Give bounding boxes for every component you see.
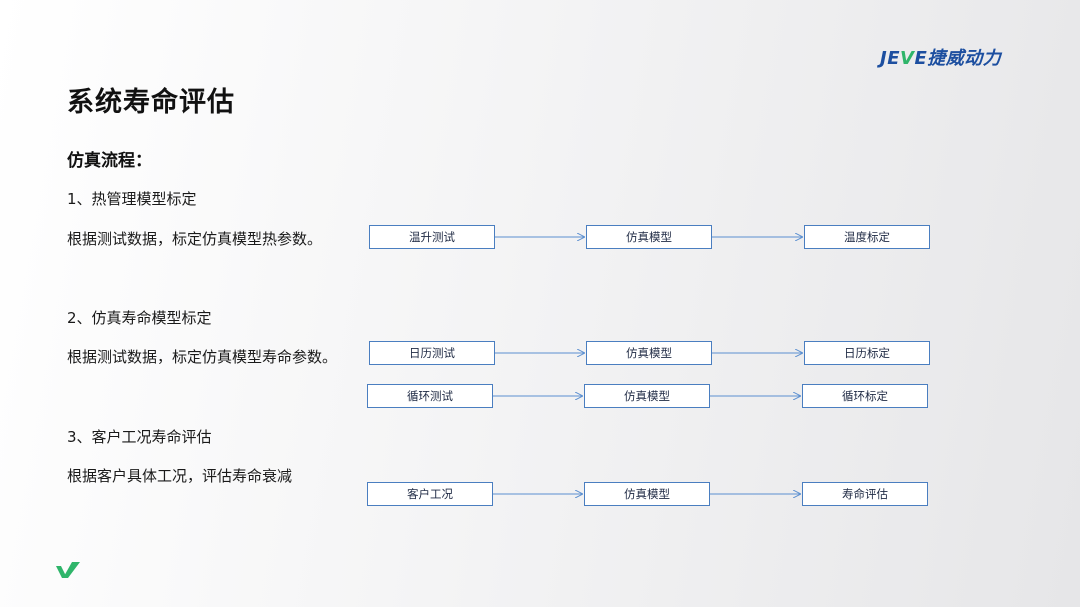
flow-box-sim-model: 仿真模型 bbox=[584, 384, 710, 408]
flow-box-sim-model: 仿真模型 bbox=[586, 341, 712, 365]
step-3-desc: 根据客户具体工况，评估寿命衰减 bbox=[67, 467, 293, 485]
flow-box-customer-condition: 客户工况 bbox=[367, 482, 493, 506]
step-1-desc: 根据测试数据，标定仿真模型热参数。 bbox=[67, 230, 323, 248]
flow-box-cycle-test: 循环测试 bbox=[367, 384, 493, 408]
flow-box-sim-model: 仿真模型 bbox=[584, 482, 710, 506]
flow-box-cycle-calibration: 循环标定 bbox=[802, 384, 928, 408]
flow-box-calendar-test: 日历测试 bbox=[369, 341, 495, 365]
flow-box-life-evaluation: 寿命评估 bbox=[802, 482, 928, 506]
brand-logo: JEVE捷威动力 bbox=[880, 48, 1002, 69]
flow-box-calendar-calibration: 日历标定 bbox=[804, 341, 930, 365]
section-subtitle: 仿真流程： bbox=[67, 151, 152, 171]
step-3-heading: 3、客户工况寿命评估 bbox=[67, 428, 212, 446]
flow-box-sim-model: 仿真模型 bbox=[586, 225, 712, 249]
step-1-heading: 1、热管理模型标定 bbox=[67, 190, 197, 208]
page-title: 系统寿命评估 bbox=[67, 87, 235, 118]
flow-box-temp-rise-test: 温升测试 bbox=[369, 225, 495, 249]
step-2-desc: 根据测试数据，标定仿真模型寿命参数。 bbox=[67, 348, 338, 366]
v-logo-icon bbox=[56, 562, 80, 578]
flow-arrows bbox=[493, 237, 802, 494]
step-2-heading: 2、仿真寿命模型标定 bbox=[67, 309, 212, 327]
flow-box-temp-calibration: 温度标定 bbox=[804, 225, 930, 249]
